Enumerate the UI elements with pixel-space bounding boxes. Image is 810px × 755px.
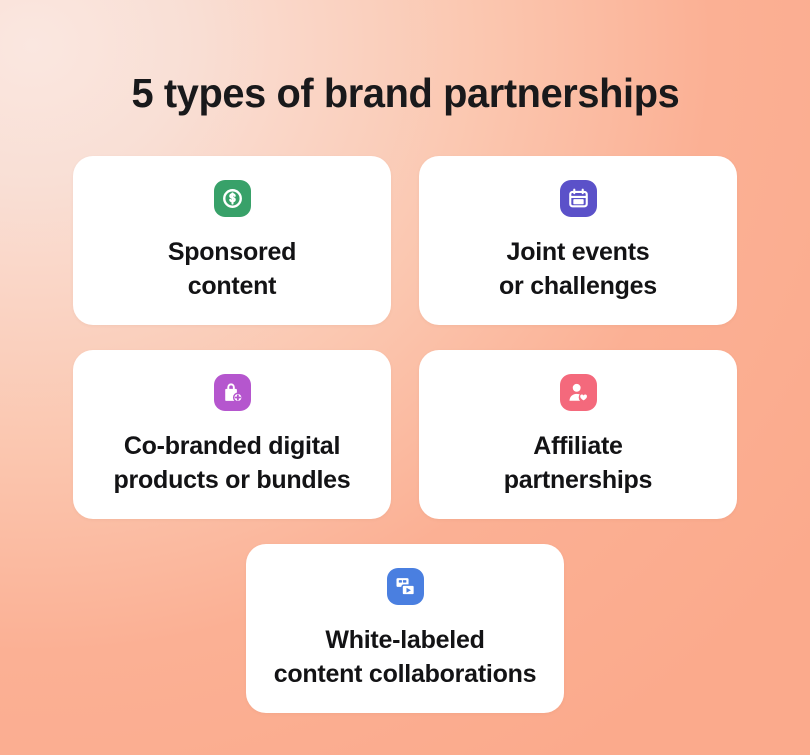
card-label: Sponsored content (167, 238, 297, 300)
dollar-circle-icon (213, 180, 251, 218)
card-co-branded-products[interactable]: Co-branded digital products or bundles (73, 350, 391, 520)
card-white-labeled-content[interactable]: White-labeled content collaborations (246, 544, 564, 714)
person-heart-icon (559, 374, 597, 412)
card-label: Affiliate partnerships (503, 432, 653, 494)
card-joint-events[interactable]: Joint events or challenges (419, 156, 737, 326)
calendar-icon (559, 180, 597, 218)
card-sponsored-content[interactable]: Sponsored content (73, 156, 391, 326)
partnership-card-grid: Sponsored content Joint events or challe… (73, 156, 737, 714)
shopping-bag-plus-icon (213, 374, 251, 412)
card-label: Joint events or challenges (499, 238, 657, 300)
media-duplicate-icon (386, 568, 424, 606)
card-label: White-labeled content collaborations (273, 626, 537, 688)
page-title: 5 types of brand partnerships (131, 70, 679, 116)
card-label: Co-branded digital products or bundles (113, 432, 351, 494)
card-affiliate-partnerships[interactable]: Affiliate partnerships (419, 350, 737, 520)
